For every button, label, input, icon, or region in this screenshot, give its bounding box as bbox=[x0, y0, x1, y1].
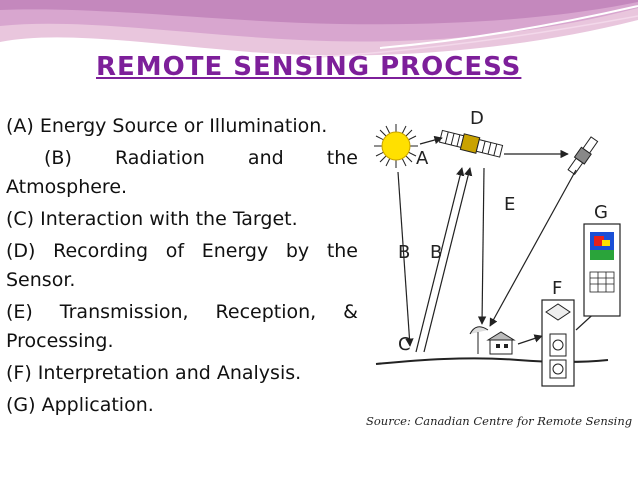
application-panel-icon bbox=[583, 223, 621, 317]
map-panel-icon bbox=[541, 299, 575, 387]
step-g: (G) Application. bbox=[6, 394, 154, 416]
sun-icon bbox=[374, 124, 418, 168]
diagram-svg: A D bbox=[374, 108, 621, 387]
page-title: Remote Sensing Process bbox=[96, 52, 542, 82]
wave-line-2 bbox=[299, 15, 638, 59]
label-g: G bbox=[594, 202, 608, 223]
step-a: (A) Energy Source or Illumination. bbox=[6, 115, 328, 137]
arrow-ground-to-sensor-2 bbox=[423, 167, 473, 353]
arrow-relay-to-station bbox=[489, 169, 577, 327]
arrow-satellite-to-station bbox=[477, 167, 487, 325]
label-e: E bbox=[504, 194, 515, 215]
relay-satellite-icon bbox=[567, 136, 599, 176]
label-a: A bbox=[416, 148, 429, 169]
arrow-ground-to-sensor-1 bbox=[415, 167, 465, 353]
arrow-sun-to-ground bbox=[397, 171, 414, 347]
satellite-icon bbox=[438, 129, 504, 158]
step-b: (B) Radiation and the Atmosphere. bbox=[6, 147, 358, 198]
ground-line bbox=[375, 357, 609, 365]
ground-station-icon bbox=[469, 326, 516, 355]
arrow-station-to-analysis bbox=[517, 334, 543, 345]
step-d: (D) Recording of Energy by the Sensor. bbox=[6, 240, 358, 291]
step-f: (F) Interpretation and Analysis. bbox=[6, 362, 302, 384]
diagram-source-caption: Source: Canadian Centre for Remote Sensi… bbox=[366, 414, 633, 428]
label-c: C bbox=[398, 334, 411, 355]
wave-line-1 bbox=[379, 5, 638, 49]
remote-sensing-diagram: A D bbox=[358, 98, 636, 438]
label-d: D bbox=[470, 108, 484, 129]
step-c: (C) Interaction with the Target. bbox=[6, 208, 298, 230]
steps-list: (A) Energy Source or Illumination. (B) R… bbox=[6, 112, 358, 423]
arrow-sun-to-satellite bbox=[419, 135, 443, 145]
label-b-right: B bbox=[430, 242, 442, 263]
page-title-text: Remote Sensing Process bbox=[96, 52, 522, 82]
step-e: (E) Transmission, Reception, & Processin… bbox=[6, 301, 358, 352]
label-f: F bbox=[552, 278, 562, 299]
label-b-left: B bbox=[398, 242, 410, 263]
header-wave-decoration bbox=[0, 0, 638, 59]
wave-front bbox=[0, 0, 638, 25]
